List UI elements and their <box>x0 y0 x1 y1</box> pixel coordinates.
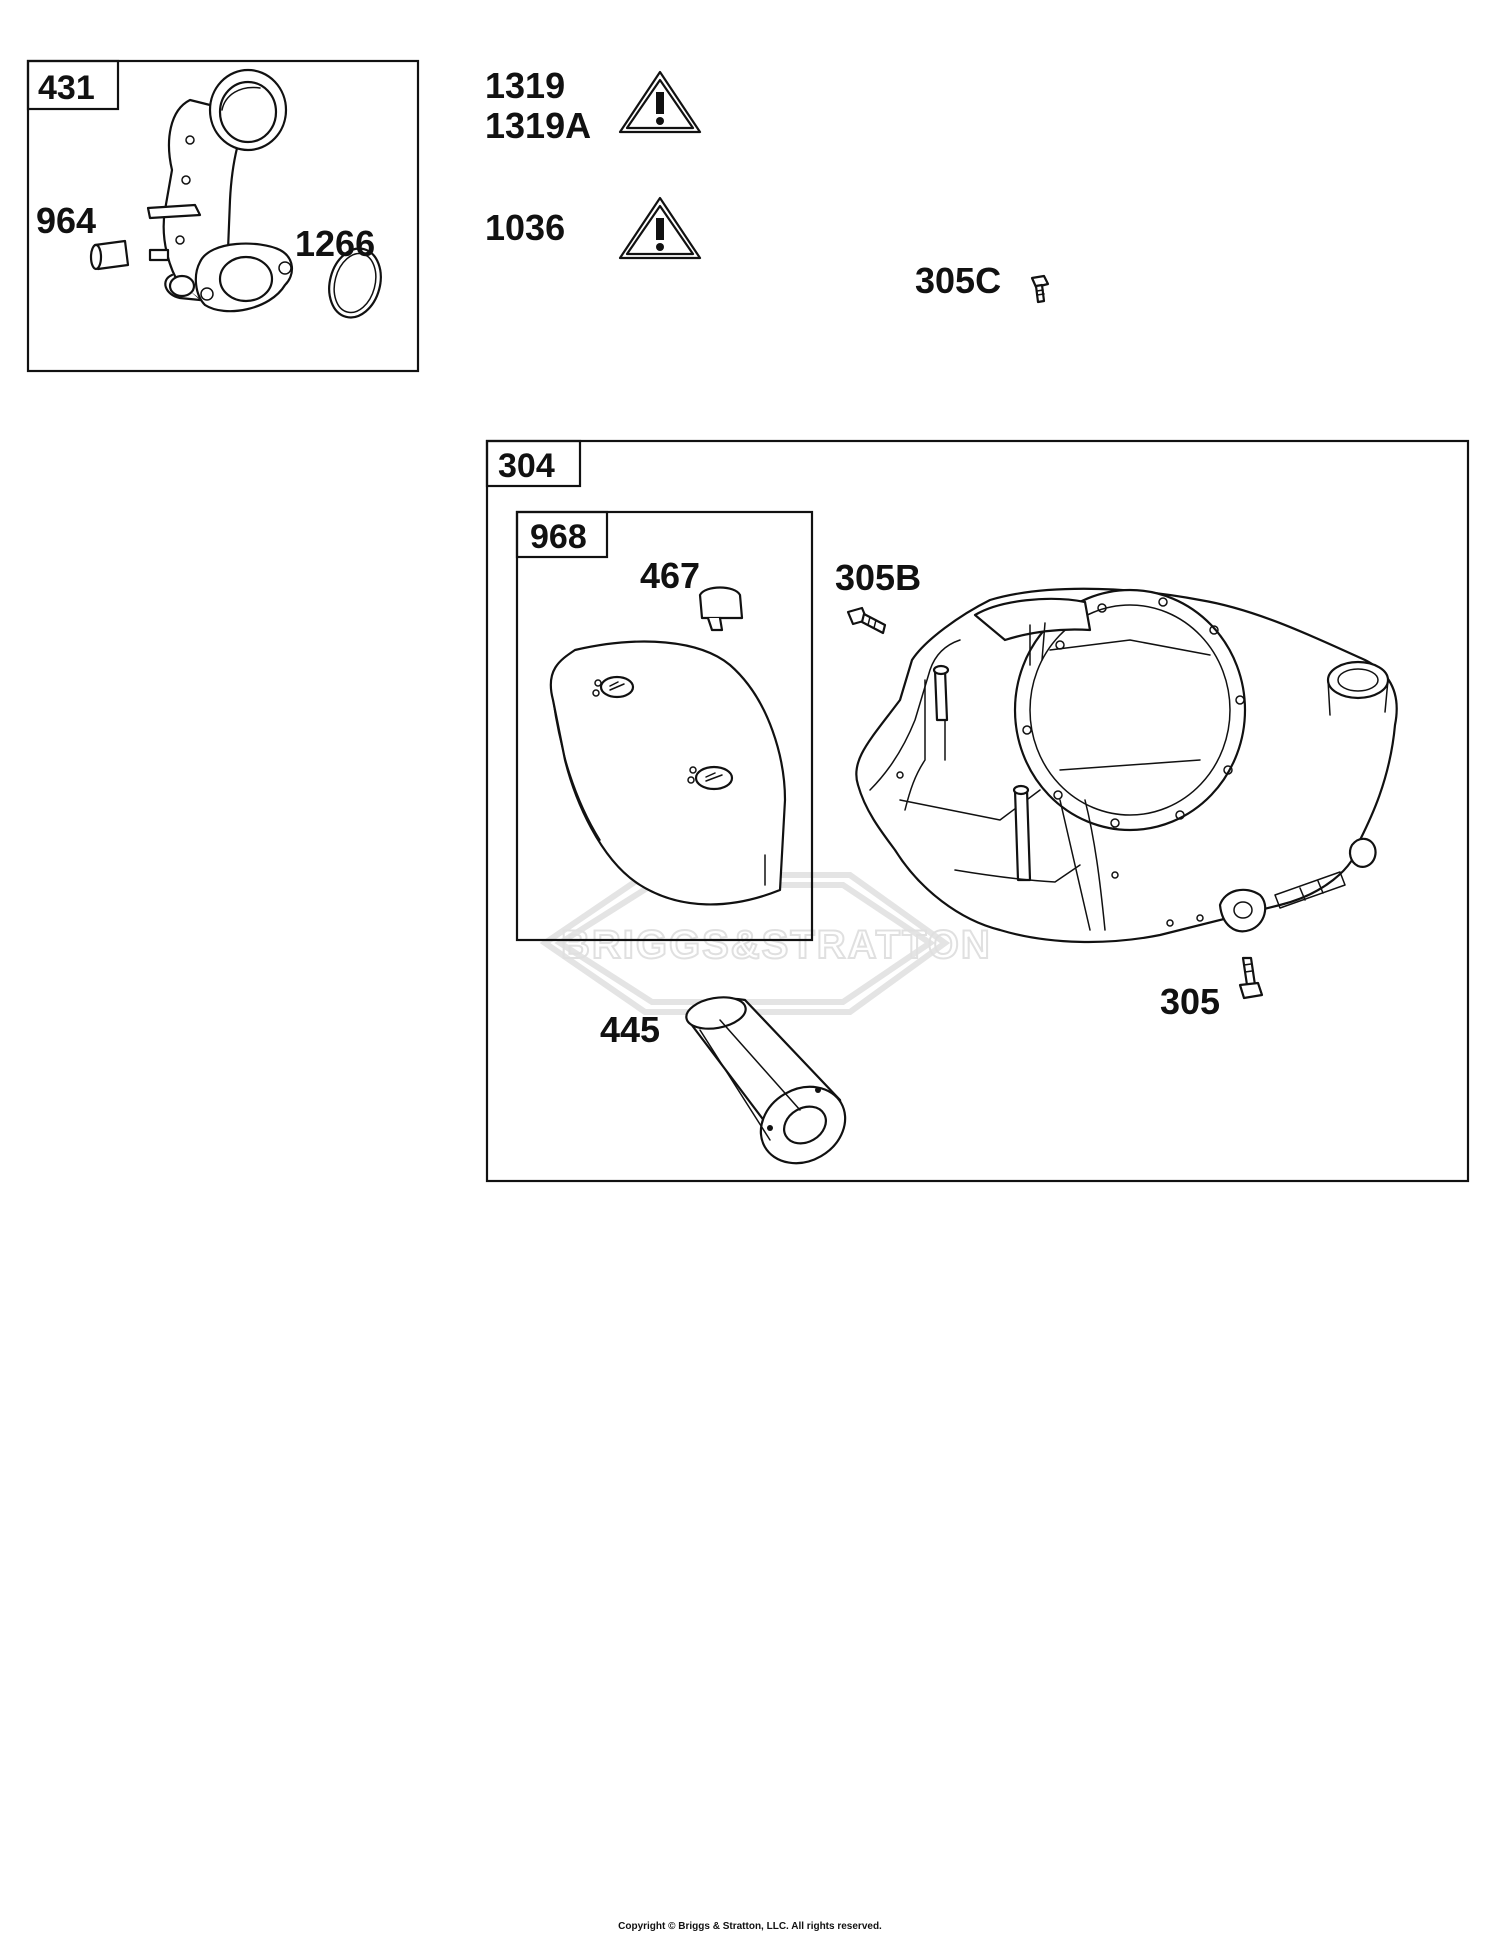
box-label-431: 431 <box>38 69 95 107</box>
air-horn-drawing <box>146 68 293 313</box>
part-label-467: 467 <box>640 555 700 596</box>
assembly-304: 304 BRIGGS&STRATTON 968 <box>485 439 1470 1183</box>
brand-watermark: BRIGGS&STRATTON <box>539 872 992 1015</box>
part-label-305B: 305B <box>835 557 921 598</box>
assembly-968: 968 467 <box>515 510 814 942</box>
box-304-tab <box>485 439 582 488</box>
box-968-tab <box>515 510 609 559</box>
box-431-tab <box>26 59 120 111</box>
screw-icon <box>1030 274 1050 304</box>
box-431-frame <box>26 59 420 373</box>
watermark-text: BRIGGS&STRATTON <box>561 923 992 967</box>
part-label-305: 305 <box>1160 981 1220 1022</box>
part-label-305C: 305C <box>915 260 1001 301</box>
clip-467-drawing <box>698 586 744 632</box>
part-label-1036: 1036 <box>485 207 565 248</box>
screw-305: 305 <box>1160 956 1264 1022</box>
blower-housing-drawing <box>855 587 1398 944</box>
air-filter-445-drawing <box>685 996 847 1165</box>
box-label-968: 968 <box>530 518 587 556</box>
screw-icon <box>846 606 887 635</box>
screw-305B: 305B <box>835 557 921 635</box>
screw-icon <box>1238 956 1264 1000</box>
warning-triangle-icon <box>618 196 702 260</box>
part-label-1266: 1266 <box>295 223 375 264</box>
part-label-964: 964 <box>36 200 96 241</box>
cover-drawing <box>549 640 787 906</box>
warning-decals: 1319 1319A 1036 <box>485 65 702 260</box>
screw-305C: 305C <box>915 260 1050 304</box>
sleeve-964-drawing <box>89 239 130 271</box>
part-label-445: 445 <box>600 1009 660 1050</box>
box-304-frame <box>485 439 1470 1183</box>
copyright-notice: Copyright © Briggs & Stratton, LLC. All … <box>618 1921 882 1932</box>
part-label-1319A: 1319A <box>485 105 591 146</box>
warning-triangle-icon <box>618 70 702 134</box>
assembly-431: 431 <box>26 59 420 373</box>
box-label-304: 304 <box>498 447 555 485</box>
part-label-1319: 1319 <box>485 65 565 106</box>
box-968-frame <box>515 510 814 942</box>
o-ring-1266-drawing <box>328 247 382 319</box>
